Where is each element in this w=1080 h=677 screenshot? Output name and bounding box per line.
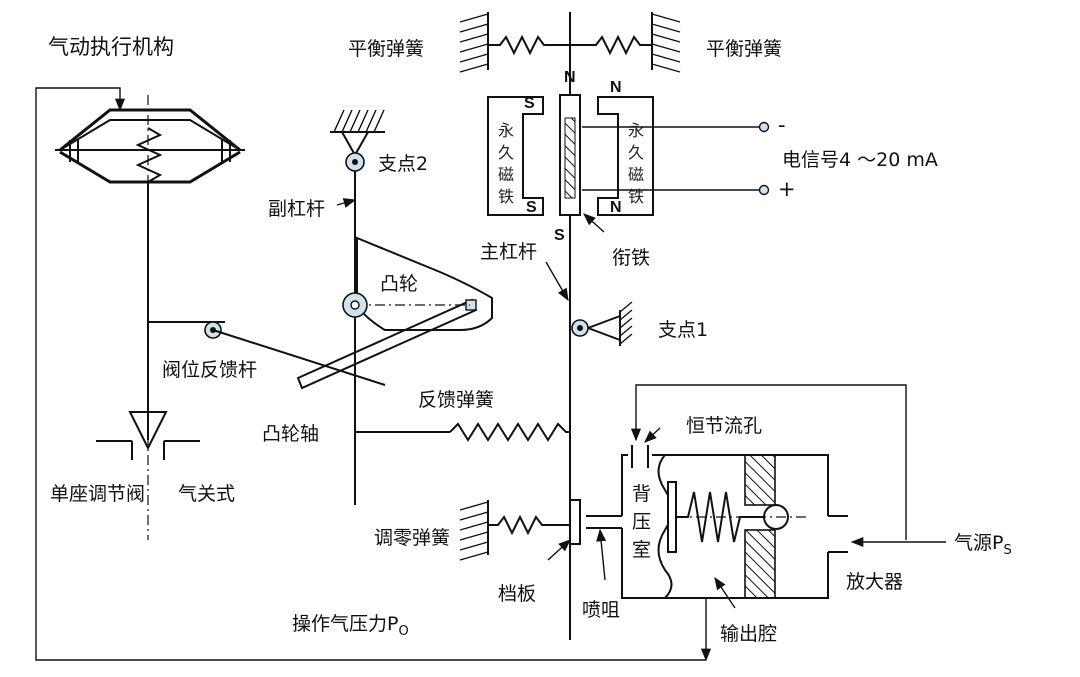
main-lever bbox=[559, 12, 633, 640]
valve-feedback-rod-label: 阀位反馈杆 bbox=[162, 359, 257, 381]
back-pressure-char-2: 压 bbox=[632, 511, 651, 533]
pole-s-left-top: S bbox=[524, 95, 535, 112]
valve-feedback-rod bbox=[212, 298, 478, 390]
magnet-left-char-1: 永 bbox=[498, 121, 514, 140]
pole-n-right-bottom: N bbox=[610, 199, 622, 216]
operating-pressure-label: 操作气压力PO bbox=[292, 613, 409, 639]
magnet-right-char-3: 磁 bbox=[628, 165, 644, 184]
actuator-label: 气动执行机构 bbox=[48, 35, 174, 59]
aux-lever-label: 副杠杆 bbox=[268, 198, 325, 220]
magnet-left-char-4: 铁 bbox=[498, 187, 514, 206]
back-pressure-char-1: 背 bbox=[632, 483, 651, 505]
balance-spring-right-label: 平衡弹簧 bbox=[706, 38, 782, 60]
fulcrum1-label: 支点1 bbox=[658, 319, 708, 341]
signal-label: 电信号4 ～20 mA bbox=[782, 149, 938, 171]
feedback-spring bbox=[449, 422, 570, 442]
nozzle bbox=[586, 515, 622, 529]
pole-s-left-bottom: S bbox=[526, 199, 537, 216]
pole-n-right-top: N bbox=[610, 79, 622, 96]
cam-shaft-label: 凸轮轴 bbox=[262, 423, 319, 445]
zero-spring bbox=[459, 500, 570, 561]
amplifier-label: 放大器 bbox=[846, 571, 903, 593]
zero-spring-label: 调零弹簧 bbox=[374, 527, 450, 549]
orifice-label: 恒节流孔 bbox=[686, 415, 762, 437]
leader-arrows bbox=[336, 198, 736, 609]
pole-n-top: N bbox=[564, 69, 576, 86]
magnet-right-char-4: 铁 bbox=[628, 187, 644, 206]
permanent-magnets bbox=[487, 96, 654, 216]
main-lever-label: 主杠杆 bbox=[480, 241, 537, 263]
balance-spring-left-label: 平衡弹簧 bbox=[348, 38, 424, 60]
pole-s-bottom: S bbox=[554, 227, 565, 244]
balance-springs bbox=[459, 12, 681, 73]
amplifier bbox=[621, 384, 946, 662]
baffle-label: 档板 bbox=[498, 583, 536, 605]
feedback-spring-label: 反馈弹簧 bbox=[418, 389, 494, 411]
magnet-left-char-2: 久 bbox=[498, 143, 514, 162]
text-labels: 气动执行机构 平衡弹簧 平衡弹簧 电信号4 ～20 mA - + N S S S… bbox=[48, 35, 1012, 645]
signal-minus-label: - bbox=[778, 113, 786, 137]
back-pressure-char-3: 室 bbox=[632, 539, 651, 561]
magnet-right-char-2: 久 bbox=[628, 143, 644, 162]
pneumatic-actuator bbox=[35, 87, 706, 661]
air-source-label: 气源PS bbox=[954, 532, 1012, 558]
signal-plus-label: + bbox=[778, 177, 796, 201]
magnet-left-char-3: 磁 bbox=[498, 165, 514, 184]
magnet-right-char-1: 永 bbox=[628, 121, 644, 140]
nozzle-label: 喷咀 bbox=[582, 599, 620, 621]
cam-label: 凸轮 bbox=[380, 273, 418, 295]
output-chamber-label: 输出腔 bbox=[720, 623, 777, 645]
fulcrum2-label: 支点2 bbox=[378, 153, 428, 175]
air-close-label: 气关式 bbox=[178, 483, 235, 505]
valve-label: 单座调节阀 bbox=[50, 483, 145, 505]
auxiliary-lever bbox=[330, 109, 493, 505]
signal-wires bbox=[582, 121, 770, 196]
armature-label: 衔铁 bbox=[612, 247, 650, 269]
